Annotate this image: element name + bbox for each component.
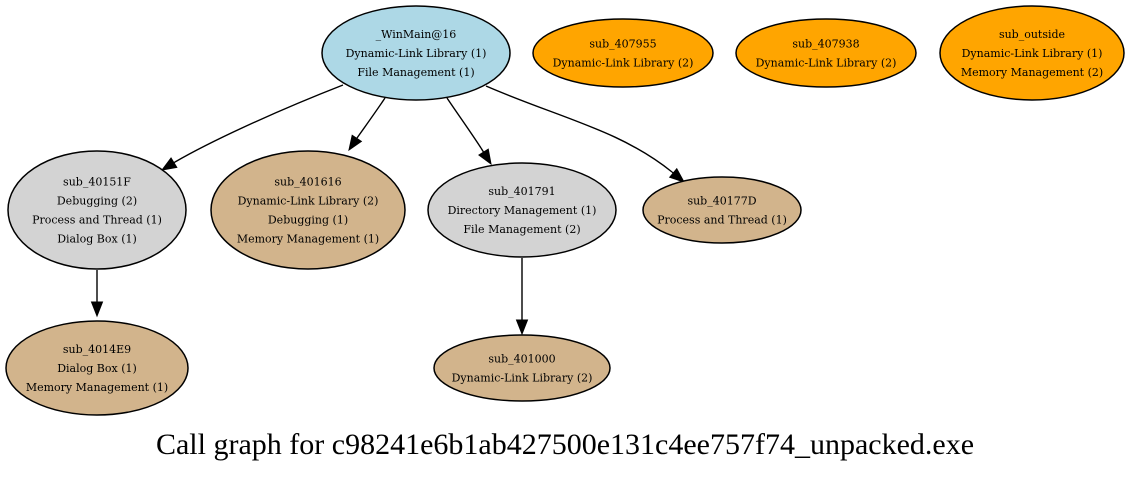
arrowhead [160,157,178,171]
node-ellipse [433,334,611,402]
arrowhead [478,148,492,166]
node-ellipse [427,162,617,258]
node-api-category: Memory Management (2) [961,66,1103,79]
node-ellipse [321,5,511,101]
arrowhead [515,319,529,336]
node-title: sub_40151F [63,176,131,189]
node-api-category: Dialog Box (1) [57,362,137,375]
edge-tail [480,147,485,153]
graph-caption: Call graph for c98241e6b1ab427500e131c4e… [156,428,974,461]
node-ellipse [5,320,189,416]
node-ellipse [7,150,187,270]
edges-layer [90,84,686,336]
node-title: sub_4014E9 [63,343,131,356]
node-sub_40177D: sub_40177D Process and Thread (1) [642,176,802,244]
edge-line [446,97,482,149]
node-title: sub_401000 [488,353,555,366]
node-api-category: Dynamic-Link Library (1) [346,47,487,60]
node-sub_40151F: sub_40151F Debugging (2) Process and Threa… [7,150,187,270]
edge-tail [173,161,176,164]
edge-line [356,97,386,139]
node-api-category: Dialog Box (1) [57,233,137,246]
edge-line [174,84,344,163]
node-ellipse [939,5,1125,101]
edge-line [485,85,673,173]
node-title: sub_401616 [274,176,341,189]
arrowhead [90,301,104,318]
node-title: sub_407955 [589,38,656,51]
node-api-category: Process and Thread (1) [657,214,787,227]
node-title: sub_401791 [488,185,555,198]
node-api-category: Process and Thread (1) [32,214,162,227]
node-api-category: Dynamic-Link Library (2) [452,372,593,385]
edge-sub_40151F-to-sub_4014E9 [90,269,104,318]
node-title: sub_40177D [687,195,756,208]
edge-winmain-to-sub_401791 [446,97,492,166]
node-api-category: Dynamic-Link Library (2) [238,195,379,208]
node-api-category: File Management (1) [357,66,474,79]
node-title: sub_407938 [792,38,859,51]
node-api-category: File Management (2) [463,223,580,236]
arrowhead [348,134,363,152]
node-api-category: Dynamic-Link Library (1) [962,47,1103,60]
node-api-category: Debugging (1) [268,214,348,227]
node-api-category: Debugging (2) [57,195,137,208]
node-ellipse [642,176,802,244]
node-api-category: Memory Management (1) [237,233,379,246]
node-title: _WinMain@16 [376,28,457,41]
edge-sub_401791-to-sub_401000 [515,258,529,336]
edge-winmain-to-sub_40151F [160,84,344,171]
edge-winmain-to-sub_401616 [348,97,386,152]
node-ellipse [532,18,714,88]
edge-winmain-to-sub_40177D [485,85,686,183]
node-api-category: Memory Management (1) [26,381,168,394]
node-api-category: Dynamic-Link Library (2) [553,57,694,70]
node-title: sub_outside [999,28,1065,41]
arrowhead [668,167,686,183]
node-api-category: Dynamic-Link Library (2) [756,57,897,70]
node-ellipse [735,18,917,88]
node-ellipse [210,150,406,270]
node-api-category: Directory Management (1) [448,204,597,217]
edge-tail [671,171,674,174]
